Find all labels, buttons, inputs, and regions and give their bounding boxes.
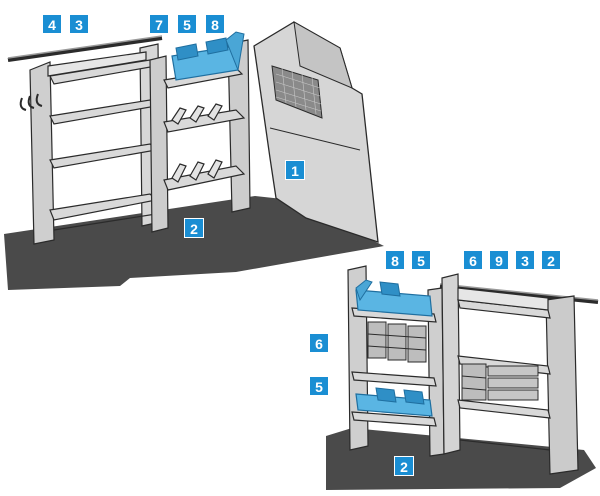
callout-5: 5: [309, 376, 329, 396]
callout-3: 3: [515, 250, 535, 270]
callout-5: 5: [411, 250, 431, 270]
bins-bottom-upper: [355, 279, 433, 317]
drawer-cabinet-left: [367, 321, 427, 363]
callout-5: 5: [177, 14, 197, 34]
top-shelving-illustration: [4, 21, 384, 290]
callout-4: 4: [42, 14, 62, 34]
callout-2: 2: [541, 250, 561, 270]
callout-6: 6: [463, 250, 483, 270]
callout-8: 8: [205, 14, 225, 34]
callout-7: 7: [149, 14, 169, 34]
top-bins: [171, 31, 245, 81]
callout-9: 9: [489, 250, 509, 270]
floor-mat-top: [4, 196, 384, 290]
bins-bottom-lower: [355, 387, 433, 417]
hooks: [19, 93, 43, 111]
callout-2: 2: [394, 456, 414, 476]
left-unit-shelves: [47, 51, 158, 221]
right-unit-side-left: [149, 55, 169, 233]
shelf-dividers: [171, 103, 223, 183]
callout-6: 6: [309, 333, 329, 353]
mounting-rail-top: [7, 36, 163, 62]
callout-1: 1: [285, 160, 305, 180]
partition-window-mesh: [271, 65, 323, 119]
callout-8: 8: [385, 250, 405, 270]
callout-3: 3: [69, 14, 89, 34]
drawer-cabinet-right: [461, 363, 539, 401]
floor-mat-bottom: [326, 428, 596, 490]
left-unit-side-panel: [29, 61, 55, 245]
bottom-shelving-illustration: [326, 265, 599, 490]
callout-2: 2: [184, 218, 204, 238]
